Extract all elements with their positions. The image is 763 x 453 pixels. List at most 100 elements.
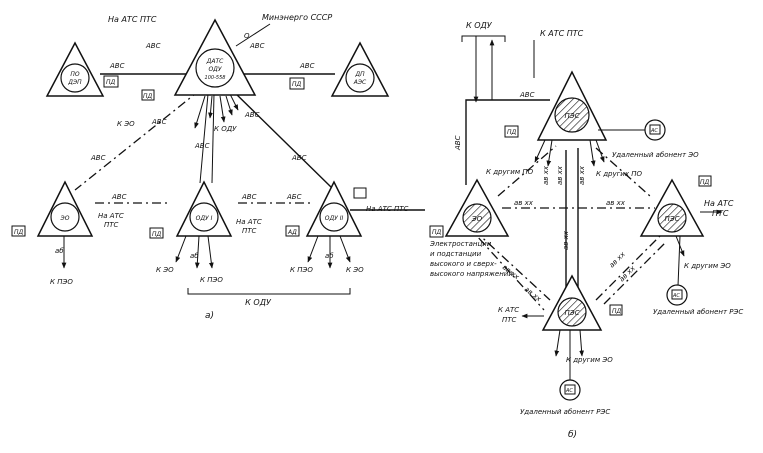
label-ab-xx-v2: ав хх (556, 165, 564, 185)
label-pts-bottom: ПТС (502, 316, 517, 324)
label-abs-top-b: АВС (519, 91, 535, 99)
link-eo-pes-bottom (473, 229, 551, 301)
node-po-dep-ring (60, 63, 90, 93)
label-po-2: ДЭП (67, 79, 82, 86)
label-abs-top-right: АВС (249, 42, 265, 50)
arrow-y (208, 95, 213, 119)
caption-a: а) (205, 311, 214, 321)
node-dats-odu-ring (195, 48, 235, 88)
label-pd-left: ПД (106, 79, 116, 86)
label-abs-vert: АВС (194, 142, 210, 150)
label-dp-2: АЭС (353, 79, 367, 86)
label-ab-odu1: аб (190, 252, 199, 260)
label-ab-xx-d2: ав хх (523, 285, 544, 303)
arrow-other-pd-left (534, 139, 546, 163)
label-top-ats: На АТС ПТС (108, 15, 157, 24)
label-pd-bottom-b: ПД (612, 308, 622, 315)
label-dp-1: ДП (354, 71, 365, 78)
node-odu1-ring (189, 202, 219, 232)
node-pes-right-ring (657, 203, 687, 233)
label-center-2: ОДУ (208, 66, 221, 73)
bracket-k-odu-b (461, 35, 506, 42)
label-k-odu-b: К ОДУ (466, 21, 493, 30)
label-center-1: ДАТС (206, 58, 224, 65)
arrow-k-eo (194, 95, 206, 129)
label-abs-eo-odu1: АВС (111, 193, 127, 201)
node-eo-ring (50, 202, 80, 232)
label-k-ats-bottom: К АТС (498, 306, 519, 314)
label-po-1: ПО (70, 71, 80, 78)
label-na-ats-pts-right: На АТС ПТС (366, 205, 408, 213)
node-pes-bottom-ring (557, 297, 587, 327)
bracket-k-odu (187, 288, 351, 295)
label-stations-2: и подстанции (430, 250, 482, 258)
link-center-to-odu1 (199, 93, 209, 184)
label-ab-xx-v4: ав хх (562, 230, 570, 250)
label-ac-eo: АС (650, 128, 658, 134)
link-pes-to-left (497, 145, 557, 197)
label-abs-diag-2: АВС (90, 154, 106, 162)
diagram-a: ПО ДЭП ДАТС ОДУ 100-558 ДП АЭС ЭО ОДУ I … (11, 13, 425, 321)
arrow-other-pd-right (595, 139, 605, 163)
label-abs-odu2: АБС (286, 193, 302, 201)
label-pes-top: ПЭС (564, 112, 579, 120)
pd-box-center-left (141, 89, 155, 101)
label-k-peo-odu1: К ПЭО (200, 276, 223, 284)
link-eo-pes-bottom-2 (465, 223, 545, 311)
label-center-3: 100-558 (205, 75, 226, 81)
caption-b: б) (568, 430, 577, 440)
label-ab-xx-h2: ав хх (606, 199, 626, 207)
label-k-odu-arrow: К ОДУ (214, 125, 237, 133)
label-ab-xx-v1: ав хх (542, 165, 550, 185)
pd-box-odu1 (149, 227, 164, 239)
arrow-bottom-b (579, 329, 584, 357)
node-dp-aes-ring (345, 63, 375, 93)
label-pts-right-b: ПТС (712, 209, 729, 218)
label-ab-xx-d3: ав хх (608, 250, 628, 270)
label-abs-odu1-odu2: АВС (241, 193, 257, 201)
label-ab-eo: аб (55, 247, 64, 255)
link-center-to-eo (74, 89, 201, 191)
label-abs-vert-b: АВС (454, 135, 462, 151)
label-k-peo-eo: К ПЭО (50, 278, 73, 286)
diagram-b: ПЭС ЭО ПЭС ПЭС К ОДУ К АТС ПТС АВС АВС П… (429, 21, 743, 440)
label-k-eo-odu2: К ЭО (346, 266, 364, 274)
node-eo-b-ring (462, 203, 492, 233)
arrow-z (229, 93, 239, 111)
label-abs-center-r: АВС (244, 111, 260, 119)
remote-res-bottom-box (564, 384, 576, 395)
link-eo-to-pes (465, 99, 550, 185)
label-odu1-pts: ПТС (242, 227, 257, 235)
label-abs-diag: АВС (151, 118, 167, 126)
label-eo: ЭО (60, 215, 70, 222)
pd-box-pes-right (698, 175, 712, 187)
label-pes-bottom: ПЭС (564, 309, 579, 317)
label-other-pd-left: К другим ПО (486, 168, 534, 176)
label-ac-right: АС (672, 293, 680, 299)
label-abs-top-left: АВС (145, 42, 161, 50)
arrow-other-eo-right (675, 235, 685, 257)
label-stations-3: высокого и сверх- (430, 260, 497, 268)
label-k-peo-odu2: К ПЭО (290, 266, 313, 274)
arrow-k-odu (219, 95, 226, 123)
arrow-other-pd-right-2 (589, 139, 596, 167)
arrow-odu1-down-c (175, 235, 187, 263)
arrow-bottom-a (554, 329, 561, 357)
label-abs-left: АВС (109, 62, 125, 70)
pd-box-left (103, 75, 119, 88)
label-pd-right: ПД (292, 81, 302, 88)
label-stations-1: Электростанции (429, 240, 492, 248)
arrow-odu2-down-b (339, 235, 351, 263)
label-ab-odu2: аб (325, 252, 334, 260)
link-center-to-odu2 (231, 89, 333, 189)
link-pes-to-right (595, 147, 651, 197)
arrow-other-pd-left-2 (546, 139, 553, 167)
node-odu2-ring (319, 202, 349, 232)
label-k-eo-arrow: К ЭО (117, 120, 135, 128)
label-other-eo-bottom: К другим ЭО (566, 356, 613, 364)
pd-box-pes-top (504, 125, 519, 138)
label-remote-res-right: Удаленный абонент РЭС (653, 308, 743, 316)
label-odu1: ОДУ I (196, 215, 213, 222)
